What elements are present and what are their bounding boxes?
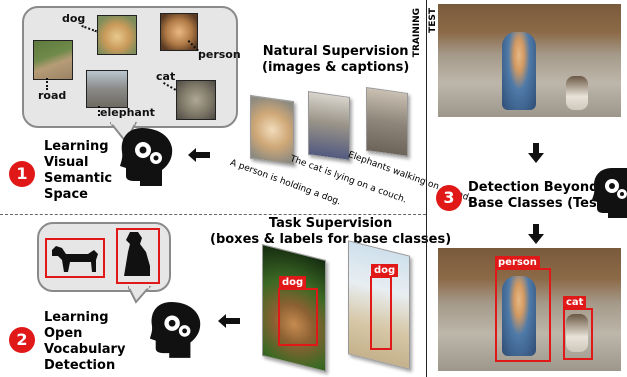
task-box-dog-1 [278,288,318,346]
caption-image-dog [250,94,294,166]
step-2-badge: 2 [9,327,35,353]
arrow-down-icon [528,143,544,163]
test-image [438,4,621,117]
elephant-thumbnail [86,70,128,108]
arrow-down-icon-2 [528,224,544,244]
head-gears-icon [120,128,173,186]
test-label: TEST [428,8,438,33]
step-2-title: Learning Open Vocabulary Detection [44,310,126,373]
girl-figure [502,32,536,110]
caption-2: The cat is lying on a couch. [288,154,408,206]
cat-figure [566,76,588,110]
task-box-dog-2 [370,276,392,350]
head-gears-icon-2 [149,302,201,358]
caption-image-elephants [366,87,408,157]
dog-tag: dog [62,12,86,25]
task-label-dog-1: dog [279,276,307,289]
dog-silhouette-icon [52,246,98,272]
head-gears-icon-3 [592,168,627,218]
bubble-tail-2 [128,286,152,304]
dog-thumbnail [97,15,137,55]
detection-label-person: person [495,256,540,269]
arrow-left-icon-2 [218,314,240,328]
road-tag: road [38,89,67,102]
step-3-title: Detection Beyond Base Classes (Test) [468,180,609,211]
natural-supervision-title: Natural Supervision (images & captions) [262,44,410,75]
training-label: TRAINING [412,8,422,58]
base-box-dog-1 [45,238,105,278]
section-divider [0,214,426,215]
dog-sitting-silhouette-icon [124,232,150,276]
person-tag: person [198,48,241,61]
detection-label-cat: cat [563,296,587,309]
elephant-tag: elephant [100,106,155,119]
base-box-dog-2 [116,228,160,284]
phase-divider [426,0,427,377]
caption-image-cat [308,91,350,161]
cat-figure-2 [566,314,588,352]
girl-figure-2 [502,276,536,356]
cat-tag: cat [156,70,176,83]
detection-box-person [495,268,551,362]
task-supervision-title: Task Supervision (boxes & labels for bas… [210,216,452,247]
cat-thumbnail [176,80,216,120]
step-3-badge: 3 [436,185,462,211]
step-1-badge: 1 [9,161,35,187]
arrow-left-icon [188,148,210,162]
task-label-dog-2: dog [371,264,399,277]
road-thumbnail [33,40,73,80]
person-thumbnail [160,13,198,51]
step-1-title: Learning Visual Semantic Space [44,139,113,202]
detection-box-cat [563,308,593,360]
